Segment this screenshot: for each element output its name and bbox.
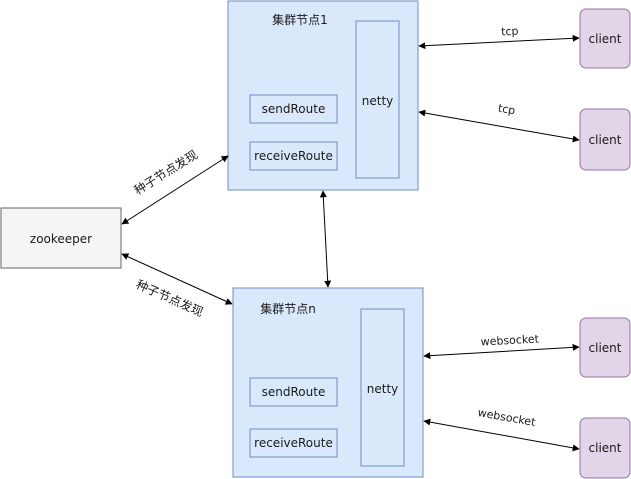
edge-label-seed-bottom: 种子节点发现 — [134, 276, 206, 319]
send-route-top: sendRoute — [249, 94, 338, 124]
cluster-node-top: 集群节点1 sendRoute receiveRoute netty — [227, 0, 419, 191]
edge-label-ws-1: websocket — [480, 332, 540, 348]
edge-zk-top — [121, 155, 229, 225]
receive-route-bottom: receiveRoute — [249, 428, 338, 458]
send-route-top-label: sendRoute — [262, 102, 326, 116]
edge-ws-2 — [423, 418, 580, 452]
receive-route-top: receiveRoute — [249, 141, 338, 171]
zookeeper-node: zookeeper — [0, 207, 122, 269]
netty-bottom-label: netty — [367, 382, 399, 396]
client-1-label: client — [589, 32, 622, 46]
client-3-label: client — [589, 341, 622, 355]
cluster-bottom-title: 集群节点n — [260, 301, 316, 316]
client-2-label: client — [589, 133, 622, 147]
client-node-3: client — [579, 317, 631, 378]
netty-top: netty — [355, 20, 400, 179]
send-route-bottom: sendRoute — [249, 377, 338, 407]
receive-route-top-label: receiveRoute — [254, 149, 333, 163]
edge-tcp-1 — [418, 34, 580, 50]
edge-label-tcp-2: tcp — [497, 102, 516, 118]
edge-label-tcp-1: tcp — [501, 25, 519, 39]
edge-tcp-2 — [418, 109, 580, 143]
zookeeper-label: zookeeper — [30, 232, 92, 246]
client-node-4: client — [579, 417, 631, 479]
cluster-top-title: 集群节点1 — [272, 12, 328, 27]
netty-top-label: netty — [362, 94, 394, 108]
edge-label-ws-2: websocket — [477, 406, 537, 429]
netty-bottom: netty — [360, 308, 405, 467]
receive-route-bottom-label: receiveRoute — [254, 436, 333, 450]
edge-cluster-link — [319, 190, 332, 288]
edge-ws-1 — [423, 343, 580, 360]
edge-zk-bottom — [121, 253, 233, 305]
cluster-node-bottom: 集群节点n sendRoute receiveRoute netty — [232, 287, 424, 478]
send-route-bottom-label: sendRoute — [262, 385, 326, 399]
edge-label-seed-top: 种子节点发现 — [131, 147, 200, 198]
client-4-label: client — [589, 441, 622, 455]
client-node-1: client — [579, 8, 631, 69]
client-node-2: client — [579, 108, 631, 171]
